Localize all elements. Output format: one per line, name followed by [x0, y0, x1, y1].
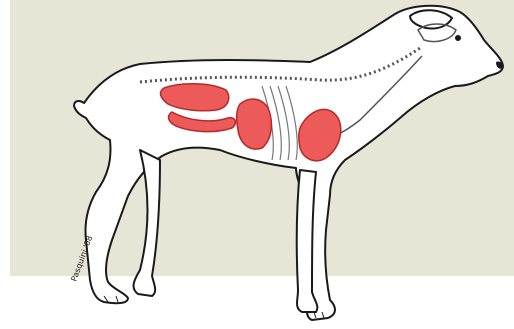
- stomach: [237, 99, 272, 149]
- eye: [455, 35, 461, 41]
- paw-details: [104, 296, 324, 318]
